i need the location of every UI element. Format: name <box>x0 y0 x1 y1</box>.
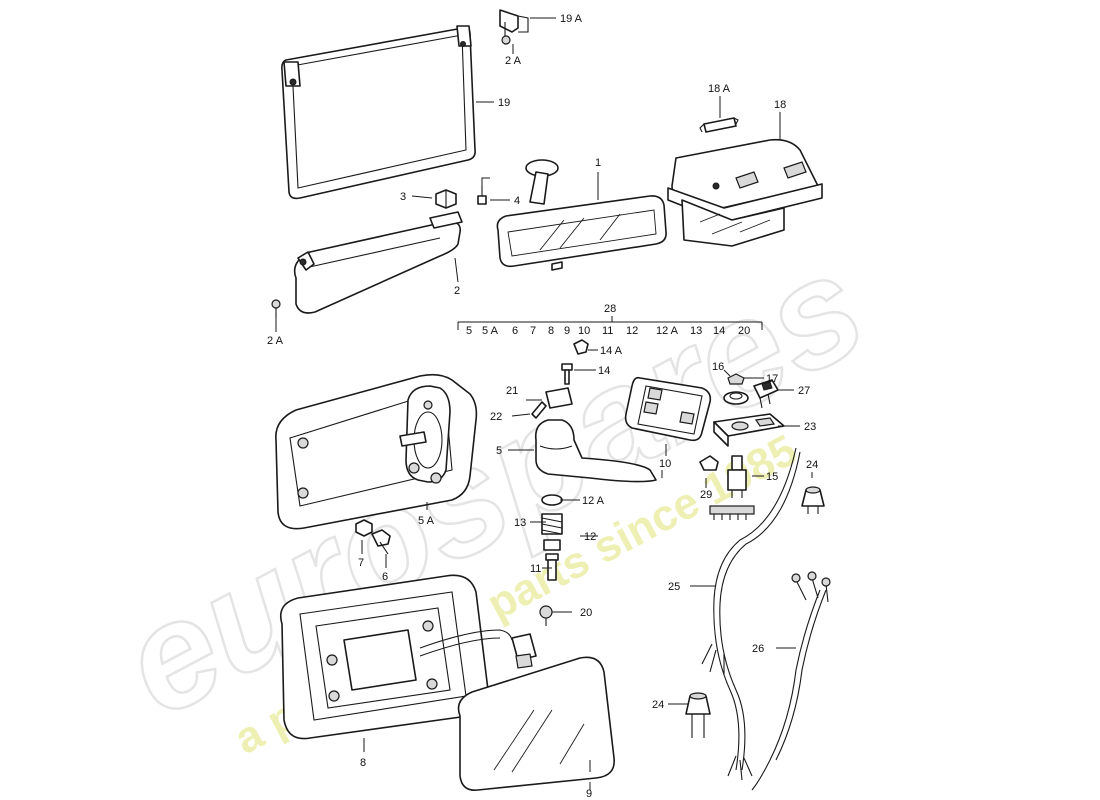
spring-13[interactable] <box>541 513 563 535</box>
switch-plate-23[interactable] <box>713 413 785 447</box>
screw-20[interactable] <box>539 605 553 626</box>
label-20[interactable]: 20 <box>580 607 592 619</box>
label-18A[interactable]: 18 A <box>708 83 731 95</box>
label-6[interactable]: 6 <box>382 571 388 583</box>
kit-item-9: 9 <box>564 325 570 337</box>
kit-item-12A: 12 A <box>656 325 679 337</box>
label-11[interactable]: 11 <box>530 563 541 575</box>
label-2[interactable]: 2 <box>454 285 460 297</box>
kit-item-10: 10 <box>578 325 590 337</box>
label-4[interactable]: 4 <box>514 195 520 207</box>
kit-item-5: 5 <box>466 325 472 337</box>
kit-item-11: 11 <box>602 325 613 337</box>
label-24-top[interactable]: 24 <box>806 459 818 471</box>
leader-lines <box>275 17 813 790</box>
courtesy-light-18[interactable] <box>667 138 823 247</box>
label-18[interactable]: 18 <box>774 99 786 111</box>
label-3[interactable]: 3 <box>400 191 406 203</box>
label-26[interactable]: 26 <box>752 643 764 655</box>
label-24-bottom[interactable]: 24 <box>652 699 664 711</box>
label-15[interactable]: 15 <box>766 471 778 483</box>
kit-item-20: 20 <box>738 325 750 337</box>
label-5[interactable]: 5 <box>496 445 502 457</box>
label-5A[interactable]: 5 A <box>418 515 435 527</box>
switch-16[interactable] <box>723 391 749 405</box>
label-28[interactable]: 28 <box>604 303 616 315</box>
switch-27[interactable] <box>753 379 779 409</box>
clamp-21[interactable] <box>545 387 573 409</box>
sun-visor-2[interactable] <box>293 211 463 314</box>
label-7[interactable]: 7 <box>358 557 364 569</box>
kit-item-13: 13 <box>690 325 702 337</box>
label-9[interactable]: 9 <box>586 788 592 800</box>
bulb-18A[interactable] <box>699 117 739 133</box>
switch-15[interactable] <box>727 455 747 498</box>
screw-4[interactable] <box>477 186 487 205</box>
mirror-housing-8[interactable] <box>279 574 537 740</box>
label-12[interactable]: 12 <box>584 531 596 543</box>
label-19A[interactable]: 19 A <box>560 13 583 25</box>
label-29[interactable]: 29 <box>700 489 712 501</box>
connector-24-top[interactable] <box>801 486 825 514</box>
interior-mirror-1[interactable] <box>496 159 667 271</box>
label-16[interactable]: 16 <box>712 361 724 373</box>
kit-28-bracket <box>457 316 763 330</box>
visor-bracket-19A[interactable] <box>499 9 529 45</box>
label-17[interactable]: 17 <box>766 373 778 385</box>
screw-14[interactable] <box>561 363 573 385</box>
connector-24-bottom[interactable] <box>685 692 711 738</box>
wiring-harness-26[interactable] <box>751 571 831 791</box>
washer-12A[interactable] <box>541 494 563 506</box>
clip-3[interactable] <box>435 189 457 209</box>
kit-item-8: 8 <box>548 325 554 337</box>
kit-item-7: 7 <box>530 325 536 337</box>
kit-item-5A: 5 A <box>482 325 499 337</box>
mirror-arm-5[interactable] <box>534 419 657 483</box>
sun-visor-19[interactable] <box>281 25 476 200</box>
kit-28-items: 5 5 A 6 7 8 9 10 11 12 12 A 13 14 20 <box>466 325 750 337</box>
label-13[interactable]: 13 <box>514 517 526 529</box>
switch-plate-10[interactable] <box>624 376 712 442</box>
label-14A[interactable]: 14 A <box>600 345 623 357</box>
label-2A-left[interactable]: 2 A <box>267 335 284 347</box>
bolt-11[interactable] <box>545 553 559 581</box>
nut-7[interactable] <box>355 519 373 537</box>
pin-22[interactable] <box>531 401 547 419</box>
label-14[interactable]: 14 <box>598 365 610 377</box>
label-22[interactable]: 22 <box>490 411 502 423</box>
label-12A[interactable]: 12 A <box>582 495 605 507</box>
label-1[interactable]: 1 <box>595 157 601 169</box>
part-labels: 1 2 2 A 2 A 3 4 5 5 A 6 7 8 9 10 11 12 1… <box>267 13 818 800</box>
label-8[interactable]: 8 <box>360 757 366 769</box>
mirror-shell-5A[interactable] <box>275 373 478 530</box>
wiring-harness-25[interactable] <box>701 447 801 781</box>
nut-14A[interactable] <box>573 339 589 355</box>
label-19[interactable]: 19 <box>498 97 510 109</box>
label-21[interactable]: 21 <box>506 385 518 397</box>
label-27[interactable]: 27 <box>798 385 810 397</box>
label-23[interactable]: 23 <box>804 421 816 433</box>
watermark: eurospares a passion for parts since 198… <box>95 219 890 764</box>
label-10[interactable]: 10 <box>659 458 671 470</box>
nut-12[interactable] <box>543 539 561 551</box>
clip-29[interactable] <box>699 455 719 471</box>
screw-6[interactable] <box>371 529 391 555</box>
screw-2A-left[interactable] <box>271 299 281 318</box>
label-25[interactable]: 25 <box>668 581 680 593</box>
kit-item-14: 14 <box>713 325 725 337</box>
kit-item-6: 6 <box>512 325 518 337</box>
kit-item-12: 12 <box>626 325 638 337</box>
mirror-glass-9[interactable] <box>457 656 615 792</box>
knob-17[interactable] <box>727 373 745 385</box>
label-2A-top[interactable]: 2 A <box>505 55 522 67</box>
